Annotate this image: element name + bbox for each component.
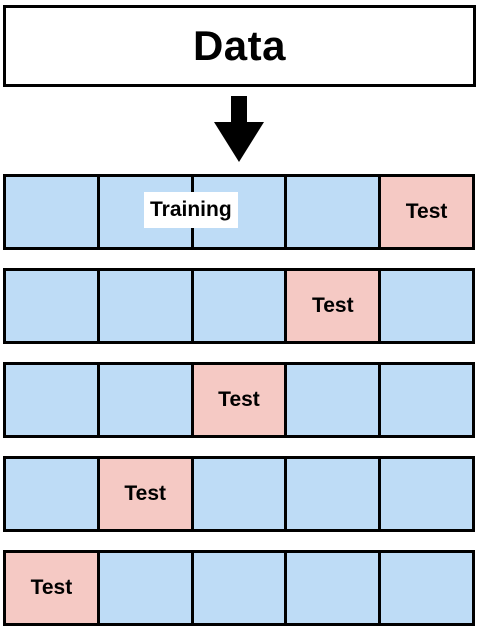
test-cell: Test xyxy=(3,550,100,626)
test-label: Test xyxy=(218,388,260,411)
training-cell xyxy=(284,174,382,250)
training-cell xyxy=(3,174,100,250)
training-cell xyxy=(190,456,288,532)
test-label: Test xyxy=(311,294,354,317)
test-cell: Test xyxy=(190,362,288,438)
test-cell: Test xyxy=(378,174,475,250)
test-cell: Test xyxy=(96,456,194,532)
data-title: Data xyxy=(192,22,287,69)
training-cell xyxy=(378,550,475,626)
fold-row-4: Test xyxy=(3,456,475,532)
training-cell xyxy=(378,268,475,344)
down-arrow-icon xyxy=(214,96,264,162)
training-cell xyxy=(378,456,475,532)
training-cell xyxy=(190,268,288,344)
training-cell xyxy=(96,362,194,438)
fold-row-5: Test xyxy=(3,550,475,626)
test-label: Test xyxy=(405,200,448,223)
training-cell xyxy=(284,362,382,438)
test-label: Test xyxy=(30,576,73,599)
training-cell xyxy=(3,456,100,532)
training-cell xyxy=(96,550,194,626)
fold-row-3: Test xyxy=(3,362,475,438)
test-label: Test xyxy=(124,482,166,505)
training-cell xyxy=(378,362,475,438)
test-cell: Test xyxy=(284,268,382,344)
training-cell xyxy=(284,456,382,532)
training-cell xyxy=(3,362,100,438)
fold-row-1: Test Training xyxy=(3,174,475,250)
training-cell xyxy=(190,550,288,626)
fold-row-2: Test xyxy=(3,268,475,344)
training-label: Training xyxy=(144,192,238,228)
training-cell xyxy=(96,268,194,344)
training-cell xyxy=(284,550,382,626)
data-box: Data xyxy=(3,5,476,87)
training-cell xyxy=(3,268,100,344)
